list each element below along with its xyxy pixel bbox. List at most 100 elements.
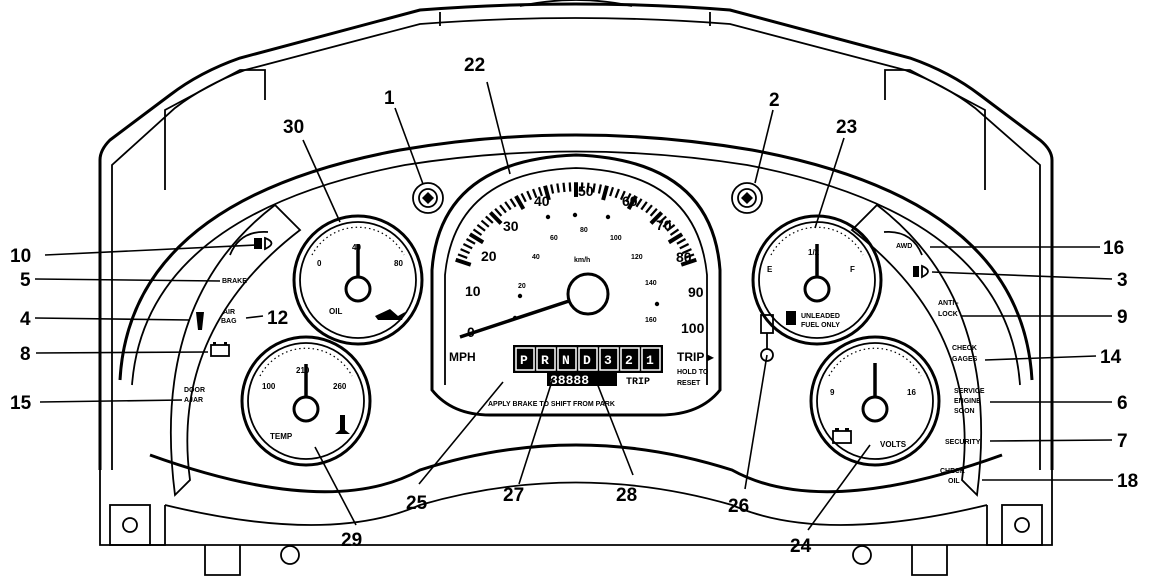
speedometer-tick bbox=[562, 182, 566, 193]
callout-25: 25 bbox=[406, 493, 428, 514]
speedometer: 0 10 20 30 40 50 60 70 80 90 100 20 40 6… bbox=[430, 153, 722, 417]
speedometer-tick bbox=[680, 257, 697, 267]
volts-min: 9 bbox=[830, 388, 835, 397]
fuel-empty: E bbox=[767, 265, 773, 274]
speedometer-tick bbox=[457, 253, 468, 259]
speedometer-tick bbox=[684, 253, 695, 259]
callout-22: 22 bbox=[464, 55, 485, 76]
awd-indicator: AWD bbox=[896, 243, 912, 250]
headlamp-icon bbox=[254, 236, 273, 251]
mph-60: 60 bbox=[622, 193, 638, 209]
anti-lock-line-1: ANTI - bbox=[938, 300, 959, 307]
mph-30: 30 bbox=[503, 218, 519, 234]
mph-label: MPH bbox=[449, 350, 476, 364]
speedometer-tick bbox=[462, 243, 473, 250]
check-oil-line-1: CHECK bbox=[940, 468, 965, 475]
park-note: APPLY BRAKE TO SHIFT FROM PARK bbox=[488, 401, 615, 408]
prndl-cell bbox=[515, 347, 535, 371]
speedometer-tick bbox=[586, 182, 590, 193]
left-knob bbox=[412, 182, 444, 214]
service-line-3: SOON bbox=[954, 408, 975, 415]
speedometer-tick bbox=[679, 243, 690, 250]
mph-40: 40 bbox=[534, 193, 550, 209]
speedometer-tick bbox=[662, 219, 672, 228]
fuel-pump-icon bbox=[786, 311, 796, 325]
mph-90: 90 bbox=[688, 284, 704, 300]
cluster-housing bbox=[98, 0, 1054, 576]
mph-70: 70 bbox=[656, 217, 672, 233]
mph-50: 50 bbox=[578, 183, 594, 199]
fog-lamp-icon bbox=[913, 264, 929, 279]
kmh-20: 20 bbox=[518, 283, 526, 290]
oil-max: 80 bbox=[394, 259, 403, 268]
prndl-cell bbox=[557, 347, 577, 371]
speedometer-tick bbox=[666, 224, 676, 232]
fuel-note-2: FUEL ONLY bbox=[801, 322, 840, 329]
speedometer-tick bbox=[556, 183, 560, 193]
speedometer-tick bbox=[504, 201, 512, 211]
service-line-2: ENGINE bbox=[954, 398, 981, 405]
speedometer-tick bbox=[635, 198, 643, 208]
prndl-gear-R: R bbox=[541, 353, 549, 368]
callout-14: 14 bbox=[1100, 347, 1122, 368]
prndl-cell bbox=[641, 347, 661, 371]
oil-can-icon bbox=[375, 309, 405, 320]
prndl-gear-2: 2 bbox=[625, 353, 633, 368]
security-indicator: SECURITY bbox=[945, 439, 981, 446]
trip-hold-to: HOLD TO bbox=[677, 369, 709, 376]
speedometer-tick bbox=[619, 190, 626, 201]
callout-30: 30 bbox=[283, 117, 304, 138]
speedometer-tick bbox=[514, 195, 526, 211]
speedometer-tick bbox=[649, 211, 664, 225]
callout-12: 12 bbox=[267, 308, 288, 329]
prndl-cell bbox=[578, 347, 598, 371]
temp-min: 100 bbox=[262, 382, 276, 391]
speedometer-tick bbox=[526, 190, 533, 201]
speedometer-tick bbox=[658, 215, 667, 224]
mph-80: 80 bbox=[676, 249, 692, 265]
speedometer-tick bbox=[455, 257, 472, 267]
speedometer-tick bbox=[645, 204, 653, 214]
speedometer-ticks bbox=[455, 182, 697, 267]
callout-26: 26 bbox=[728, 496, 749, 517]
temperature-gauge: 100 210 260 TEMP bbox=[240, 335, 372, 467]
left-indicator-panel: BRAKE AIR BAG DOOR AJAR bbox=[184, 231, 273, 404]
callout-5: 5 bbox=[20, 270, 31, 291]
battery-icon bbox=[832, 428, 852, 444]
speedometer-tick bbox=[532, 188, 538, 199]
speedometer-tick bbox=[676, 238, 687, 245]
speedometer-tick bbox=[609, 186, 615, 197]
prndl-gear-3: 3 bbox=[604, 353, 612, 368]
temp-max: 260 bbox=[333, 382, 347, 391]
right-knob bbox=[731, 182, 763, 214]
prndl-cell bbox=[536, 347, 556, 371]
volts-max: 16 bbox=[907, 388, 916, 397]
door-ajar-line-1: DOOR bbox=[184, 387, 205, 394]
mph-100: 100 bbox=[681, 320, 705, 336]
callout-10: 10 bbox=[10, 246, 31, 267]
oil-label: OIL bbox=[329, 307, 342, 316]
speedometer-hub bbox=[566, 272, 610, 316]
speedometer-tick bbox=[488, 211, 503, 225]
mph-10: 10 bbox=[465, 283, 481, 299]
speedometer-tick bbox=[509, 198, 517, 208]
speedometer-tick bbox=[601, 185, 609, 201]
speedometer-tick bbox=[681, 248, 692, 255]
brake-indicator: BRAKE bbox=[222, 278, 247, 285]
kmh-80: 80 bbox=[580, 227, 588, 234]
mph-20: 20 bbox=[481, 248, 497, 264]
trip-label: TRIP ▸ bbox=[677, 350, 714, 364]
service-line-1: SERVICE bbox=[954, 388, 985, 395]
speedometer-tick bbox=[640, 201, 648, 211]
prndl-gear-P: P bbox=[520, 353, 528, 368]
callout-15: 15 bbox=[10, 393, 32, 414]
speedometer-tick bbox=[520, 192, 527, 203]
prndl-cell bbox=[599, 347, 619, 371]
odometer-value: 88888 bbox=[550, 373, 589, 388]
oil-pressure-gauge: 0 40 80 OIL bbox=[292, 214, 424, 346]
speedometer-tick bbox=[476, 224, 486, 232]
speedometer-tick bbox=[485, 215, 494, 224]
prndl-gear-D: D bbox=[583, 353, 591, 368]
kmh-140: 140 bbox=[645, 280, 657, 287]
